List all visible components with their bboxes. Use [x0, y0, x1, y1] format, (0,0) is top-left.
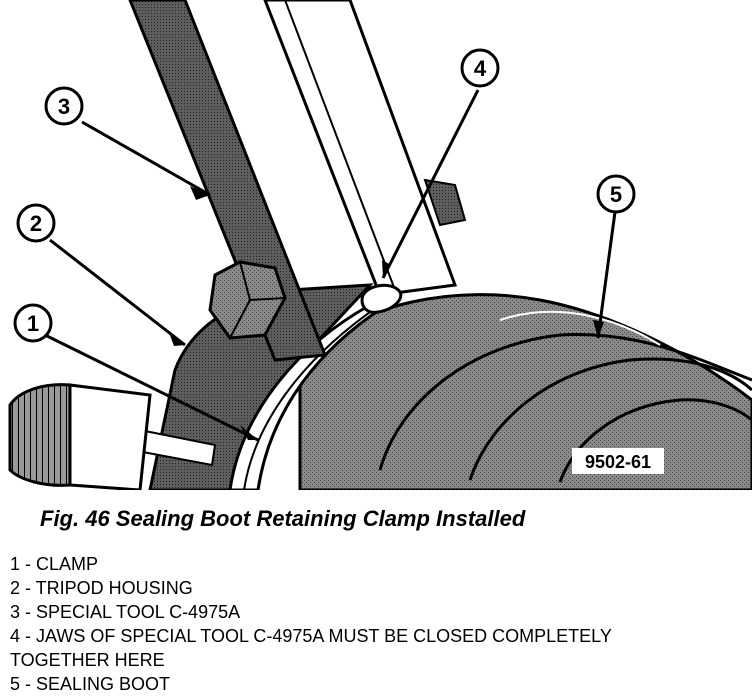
callout-1-number: 1 — [27, 311, 39, 336]
clamp-ear — [360, 283, 403, 314]
legend-item: 5 - SEALING BOOT — [10, 674, 171, 694]
callout-1: 1 — [13, 303, 53, 343]
special-tool-jaw-arm — [263, 0, 467, 297]
legend-item: 4 - JAWS OF SPECIAL TOOL C-4975A MUST BE… — [10, 626, 612, 670]
figure-caption: Fig. 46 Sealing Boot Retaining Clamp Ins… — [40, 506, 526, 531]
knurled-shaft — [8, 383, 152, 490]
leader-arrowheads — [168, 186, 604, 440]
leader-lines — [44, 89, 617, 442]
leader-line-3 — [81, 120, 211, 197]
callout-2-number: 2 — [30, 211, 42, 236]
callout-4: 4 — [460, 48, 500, 88]
callout-2: 2 — [16, 203, 56, 243]
leader-line-2 — [49, 238, 186, 347]
legend-item: 2 - TRIPOD HOUSING — [10, 578, 193, 598]
sealing-boot — [298, 293, 752, 490]
callout-3: 3 — [44, 86, 84, 126]
callout-5: 5 — [596, 174, 636, 214]
legend-list: 1 - CLAMP 2 - TRIPOD HOUSING 3 - SPECIAL… — [10, 552, 650, 696]
callout-5-number: 5 — [610, 182, 622, 207]
tool-bolt — [208, 260, 287, 340]
leader-line-5 — [596, 211, 617, 339]
leader-line-1 — [44, 333, 259, 442]
legend-item: 3 - SPECIAL TOOL C-4975A — [10, 602, 241, 622]
callout-4-number: 4 — [474, 56, 487, 81]
legend-item: 1 - CLAMP — [10, 554, 99, 574]
callout-3-number: 3 — [58, 94, 70, 119]
leader-line-4 — [381, 89, 480, 279]
figure-id-label: 9502-61 — [585, 452, 651, 472]
diagram-illustration: 1 2 3 4 5 9502-61 — [8, 0, 752, 490]
